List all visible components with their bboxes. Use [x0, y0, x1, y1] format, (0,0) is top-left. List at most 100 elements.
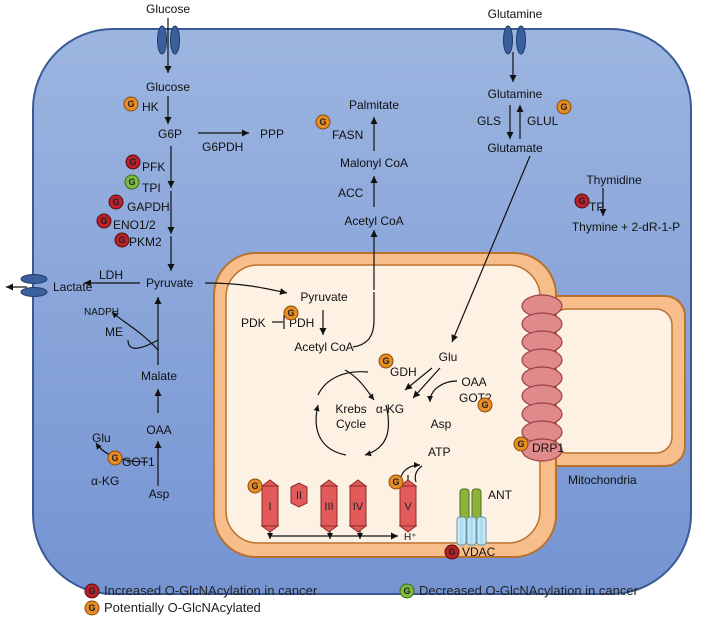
label-tp: TP — [589, 200, 604, 214]
complex-ii: II — [290, 482, 308, 508]
glutamine-transporter-icon — [503, 25, 526, 55]
label-pfk: PFK — [142, 160, 165, 174]
badge-vdac-increased-icon: G — [444, 544, 460, 560]
label-pyruvate: Pyruvate — [146, 276, 194, 290]
label-me: ME — [105, 325, 123, 339]
label-glutamine-extracellular: Glutamine — [488, 7, 543, 21]
label-asp-cytosol: Asp — [149, 487, 170, 501]
svg-text:V: V — [404, 501, 412, 513]
label-gls: GLS — [477, 114, 501, 128]
label-pyruvate-mito: Pyruvate — [300, 290, 348, 304]
label-g6pdh: G6PDH — [202, 140, 243, 154]
svg-text:G: G — [392, 477, 399, 487]
legend-potential: G Potentially O-GlcNAcylated — [84, 600, 261, 616]
legend: G Increased O-GlcNAcylation in cancer G … — [84, 583, 639, 616]
svg-text:G: G — [403, 586, 410, 596]
label-oaa-mito: OAA — [461, 375, 486, 389]
label-oaa-cytosol: OAA — [146, 423, 171, 437]
badge-got1-potential-icon: G — [107, 450, 123, 466]
label-krebs: Krebs — [335, 402, 366, 416]
label-tpi: TPI — [142, 181, 161, 195]
svg-text:Decreased O-GlcNAcylation in c: Decreased O-GlcNAcylation in cancer — [419, 583, 639, 598]
svg-text:G: G — [100, 216, 107, 226]
svg-text:G: G — [128, 177, 135, 187]
label-mitochondria: Mitochondria — [568, 473, 637, 487]
label-akg-cytosol: α-KG — [91, 474, 119, 488]
svg-text:Potentially O-GlcNAcylated: Potentially O-GlcNAcylated — [104, 600, 261, 615]
svg-text:G: G — [560, 102, 567, 112]
lactate-transporter-icon — [20, 274, 48, 297]
badge-glul-potential-icon: G — [556, 99, 572, 115]
label-ppp: PPP — [260, 127, 284, 141]
svg-text:G: G — [319, 117, 326, 127]
label-g6p: G6P — [158, 127, 182, 141]
label-gdh: GDH — [390, 365, 417, 379]
badge-pfk-increased-icon: G — [125, 154, 141, 170]
label-pkm2: PKM2 — [129, 235, 162, 249]
label-glutamate: Glutamate — [487, 141, 543, 155]
legend-red-badge-icon — [84, 583, 100, 599]
cristae-stack — [521, 294, 563, 462]
svg-text:G: G — [88, 603, 95, 613]
label-eno: ENO1/2 — [113, 218, 156, 232]
badge-tp-increased-icon: G — [574, 193, 590, 209]
badge-drp1-potential-icon: G — [513, 436, 529, 452]
label-got1: GOT1 — [122, 455, 155, 469]
label-drp1: DRP1 — [532, 441, 564, 455]
badge-pdh-potential-icon: G — [283, 305, 299, 321]
label-atp: ATP — [428, 445, 450, 459]
svg-text:G: G — [251, 481, 258, 491]
complex-v: V — [398, 479, 418, 533]
label-hplus: H⁺ — [404, 532, 417, 543]
svg-text:G: G — [129, 157, 136, 167]
label-ldh: LDH — [99, 268, 123, 282]
label-fasn: FASN — [332, 128, 363, 142]
svg-text:G: G — [578, 196, 585, 206]
svg-text:G: G — [287, 308, 294, 318]
label-hk: HK — [142, 100, 159, 114]
label-thymine: Thymine + 2-dR-1-P — [572, 220, 680, 234]
label-nadph: NADPH — [84, 307, 119, 318]
krebs-cycle-arrows — [313, 371, 390, 457]
label-malate: Malate — [141, 369, 177, 383]
label-glucose: Glucose — [146, 80, 190, 94]
legend-green-badge-icon — [399, 583, 415, 599]
label-cycle: Cycle — [336, 417, 366, 431]
vdac-channel — [456, 516, 487, 546]
label-thymidine: Thymidine — [586, 173, 642, 187]
svg-text:I: I — [268, 501, 271, 513]
label-acetyl-coa-mito: Acetyl CoA — [294, 340, 353, 354]
badge-complex-i-potential-icon: G — [247, 478, 263, 494]
label-glu-cytosol: Glu — [92, 431, 111, 445]
svg-text:G: G — [118, 235, 125, 245]
label-asp-mito: Asp — [431, 417, 452, 431]
complex-i: I — [260, 479, 280, 533]
label-palmitate: Palmitate — [349, 98, 399, 112]
svg-text:III: III — [324, 501, 333, 513]
svg-text:G: G — [112, 197, 119, 207]
legend-increased: G Increased O-GlcNAcylation in cancer — [84, 583, 318, 599]
label-vdac: VDAC — [462, 545, 496, 559]
label-glutamine: Glutamine — [488, 87, 543, 101]
label-pdh: PDH — [289, 316, 314, 330]
label-lactate: Lactate — [53, 280, 93, 294]
legend-orange-badge-icon — [84, 600, 100, 616]
legend-decreased: G Decreased O-GlcNAcylation in cancer — [399, 583, 639, 599]
glucose-transporter-icon — [157, 25, 180, 55]
complex-iii: III — [319, 479, 339, 533]
svg-text:G: G — [481, 400, 488, 410]
badge-got2-potential-icon: G — [477, 397, 493, 413]
label-glul: GLUL — [527, 114, 559, 128]
svg-text:G: G — [382, 356, 389, 366]
svg-text:G: G — [88, 586, 95, 596]
label-glu-mito: Glu — [439, 350, 458, 364]
label-ant: ANT — [488, 488, 513, 502]
label-akg-mito: α-KG — [376, 402, 404, 416]
badge-complex-v-potential-icon: G — [388, 474, 404, 490]
badge-eno-increased-icon: G — [96, 213, 112, 229]
glcnac-badges: G G G G G G G G G G G G G G G G G — [96, 96, 590, 560]
label-gapdh: GAPDH — [127, 200, 170, 214]
svg-text:Increased O-GlcNAcylation in c: Increased O-GlcNAcylation in cancer — [104, 583, 318, 598]
